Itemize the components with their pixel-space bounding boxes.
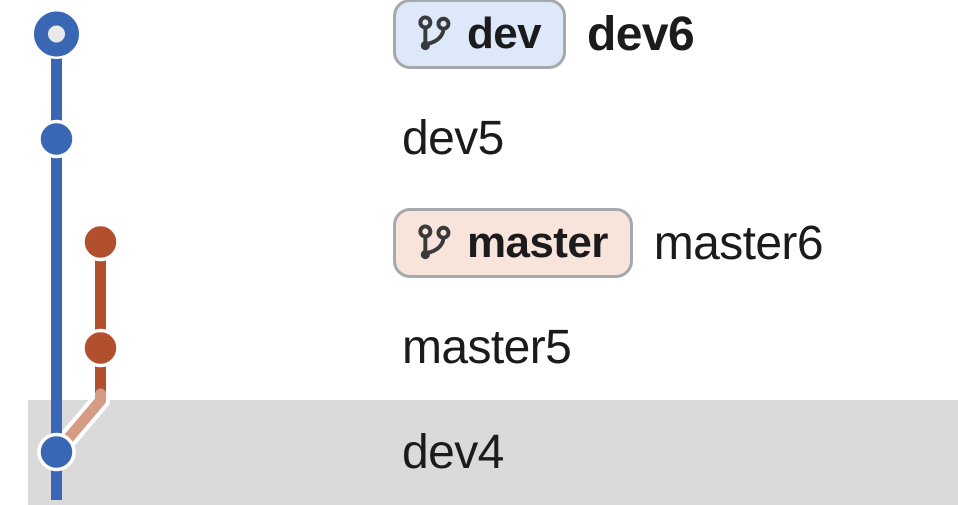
commit-ring-dev6[interactable]	[34, 11, 79, 57]
commit-dot-dev4[interactable]	[37, 432, 76, 472]
commit-dot-master6[interactable]	[81, 222, 120, 262]
commit-row-dev6[interactable]: dev dev6	[28, 0, 958, 87]
commit-message: master5	[402, 321, 572, 375]
commit-message: master6	[653, 216, 824, 270]
commit-message: dev4	[402, 425, 504, 479]
branch-badge-dev[interactable]: dev	[393, 0, 567, 70]
commit-dot-dev5[interactable]	[37, 119, 76, 159]
commit-row-dev4[interactable]: dev4	[28, 400, 958, 505]
branch-badge-label: master	[467, 218, 608, 268]
git-branch-icon	[418, 224, 451, 260]
git-branch-icon	[418, 15, 451, 51]
commit-message: dev5	[402, 112, 504, 166]
commit-dot-master5[interactable]	[81, 328, 120, 368]
fork-edge	[56, 388, 106, 452]
commit-message: dev6	[587, 7, 695, 61]
branch-badge-label: dev	[467, 9, 542, 59]
branch-badge-master[interactable]: master	[393, 208, 633, 279]
commit-row-dev5[interactable]: dev5	[28, 87, 958, 192]
commit-row-master6[interactable]: master master6	[28, 191, 958, 296]
commit-row-master5[interactable]: master5	[28, 296, 958, 401]
